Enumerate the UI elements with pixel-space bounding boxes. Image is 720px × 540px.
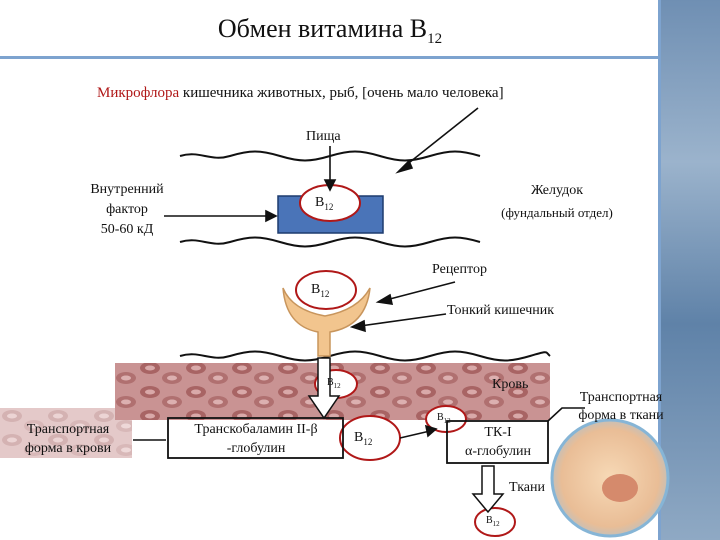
transcobalamin-line2: -глобулин <box>226 441 286 456</box>
arrow-receptor-line <box>385 281 456 301</box>
transport-blood-label: Транспортная форма в крови <box>4 421 132 457</box>
small-intestine-label: Тонкий кишечник <box>447 303 555 318</box>
intrinsic-factor-weight: 50-60 кД <box>100 222 154 237</box>
arrow-receptor-head <box>375 293 394 305</box>
receptor-shape <box>282 287 371 357</box>
frame-vertical-line <box>658 0 661 540</box>
tissues-label: Ткани <box>509 480 545 495</box>
arrow-intestine-line <box>359 313 447 327</box>
microflora-source-text: Микрофлора кишечника животных, рыб, [оче… <box>97 85 504 101</box>
intrinsic-factor-line2: фактор <box>106 202 148 217</box>
arrow-microflora-line <box>404 107 479 167</box>
arrow-to-tissue <box>471 465 505 514</box>
blood-label: Кровь <box>492 377 529 392</box>
page-title: Обмен витамина В12 <box>217 14 443 48</box>
tk-line2: α-глобулин <box>465 444 531 459</box>
arrow-to-tk-line <box>399 430 431 439</box>
stomach-note: (фундальный отдел) <box>501 205 613 220</box>
intrinsic-factor-label: Внутренний фактор 50-60 кД <box>72 181 182 238</box>
transcobalamin-label: Транскобаламин II-β -глобулин <box>170 421 342 457</box>
food-label: Пища <box>306 129 341 144</box>
b12-label-tissue: В12 <box>486 515 500 528</box>
b12-label-stomach: В12 <box>315 195 334 212</box>
tk-label: ТК-I α-глобулин <box>449 424 547 460</box>
blood-band-left <box>0 408 132 458</box>
cell-nucleus <box>602 474 638 502</box>
b12-circle-tissue <box>474 507 516 537</box>
transcobalamin-line1: Транскобаламин II-β <box>194 422 318 437</box>
arrow-to-tk-head <box>424 424 438 438</box>
transport-tissue-label: Транспортная форма в ткани <box>568 389 674 424</box>
decorative-sidebar <box>661 0 720 540</box>
stomach-label: Желудок (фундальный отдел) <box>482 182 632 221</box>
arrow-intestine-head <box>349 319 366 333</box>
receptor-label: Рецептор <box>432 262 487 277</box>
transport-blood-line1: Транспортная <box>26 422 110 437</box>
arrow-to-blood <box>307 357 341 420</box>
transport-blood-line2: форма в крови <box>24 441 112 456</box>
tk-box <box>446 420 549 464</box>
transport-tissue-line1: Транспортная <box>579 390 663 405</box>
tk-line1: ТК-I <box>484 425 512 440</box>
transport-tissue-line2: форма в ткани <box>578 408 664 423</box>
arrow-if-head <box>265 209 278 223</box>
intestine-membrane <box>179 350 551 362</box>
title-underline <box>0 56 660 59</box>
transcobalamin-box <box>167 417 344 459</box>
intrinsic-factor-line1: Внутренний <box>90 182 164 197</box>
b12-label-blood: В12 <box>327 377 341 390</box>
b12-circle-tk <box>425 405 467 433</box>
b12-label-tk: В12 <box>437 412 451 425</box>
stomach-lower-membrane <box>179 236 481 248</box>
arrow-microflora-head <box>395 159 414 174</box>
b12-label-transcobalamin: В12 <box>354 430 373 447</box>
b12-label-intestine: В12 <box>311 282 330 299</box>
b12-circle-intestine <box>295 270 357 310</box>
stomach-name: Желудок <box>530 183 584 198</box>
tk-to-tissue-line <box>547 407 585 422</box>
arrow-food-head <box>323 179 337 192</box>
